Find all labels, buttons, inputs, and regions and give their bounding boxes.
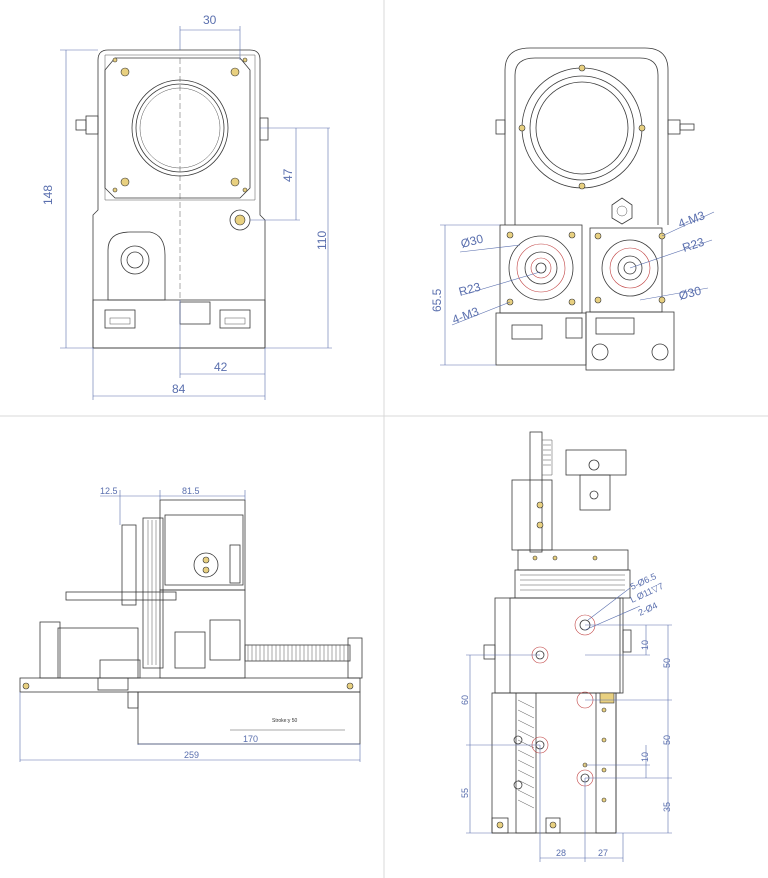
bottom-left-view: 12.5 81.5 170 259 Stroke:y 50 (19, 486, 363, 762)
dim-10b: 10 (640, 752, 650, 762)
dim-50a: 50 (662, 658, 672, 668)
dim-65-5: 65.5 (430, 288, 444, 312)
dim-60: 60 (460, 695, 470, 705)
dim-phi30-right: Ø30 (677, 283, 703, 302)
dim-28: 28 (556, 848, 566, 858)
dim-30: 30 (203, 13, 217, 27)
dim-81-5: 81.5 (182, 486, 200, 496)
dim-42: 42 (214, 360, 228, 374)
dim-r23-left: R23 (457, 280, 482, 299)
dim-r23-right: R23 (681, 235, 707, 255)
dim-170: 170 (243, 734, 258, 744)
top-left-view: 30 148 47 110 42 84 (41, 13, 332, 400)
dim-4m3-left: 4-M3 (450, 304, 481, 327)
dim-4m3-right: 4-M3 (676, 208, 707, 231)
dim-110: 110 (315, 231, 329, 250)
dim-10a: 10 (640, 640, 650, 650)
stroke-label: Stroke:y 50 (272, 718, 298, 724)
top-right-view: 65.5 Ø30 R23 4-M3 4-M3 R23 Ø30 (430, 47, 715, 371)
dim-27: 27 (598, 848, 608, 858)
dim-phi30-left: Ø30 (459, 231, 485, 250)
dim-35: 35 (662, 802, 672, 812)
dim-50b: 50 (662, 735, 672, 745)
dim-84: 84 (172, 382, 186, 396)
dim-259: 259 (184, 750, 199, 760)
dim-148: 148 (41, 185, 55, 205)
dim-12-5: 12.5 (100, 486, 118, 496)
bottom-right-view: 5-Ø6.5 L Ø11▽7 2-Ø4 10 50 60 55 10 50 35… (460, 431, 672, 862)
dim-47: 47 (281, 168, 295, 182)
dim-55: 55 (460, 788, 470, 798)
dim-2-phi4: 2-Ø4 (637, 600, 659, 618)
